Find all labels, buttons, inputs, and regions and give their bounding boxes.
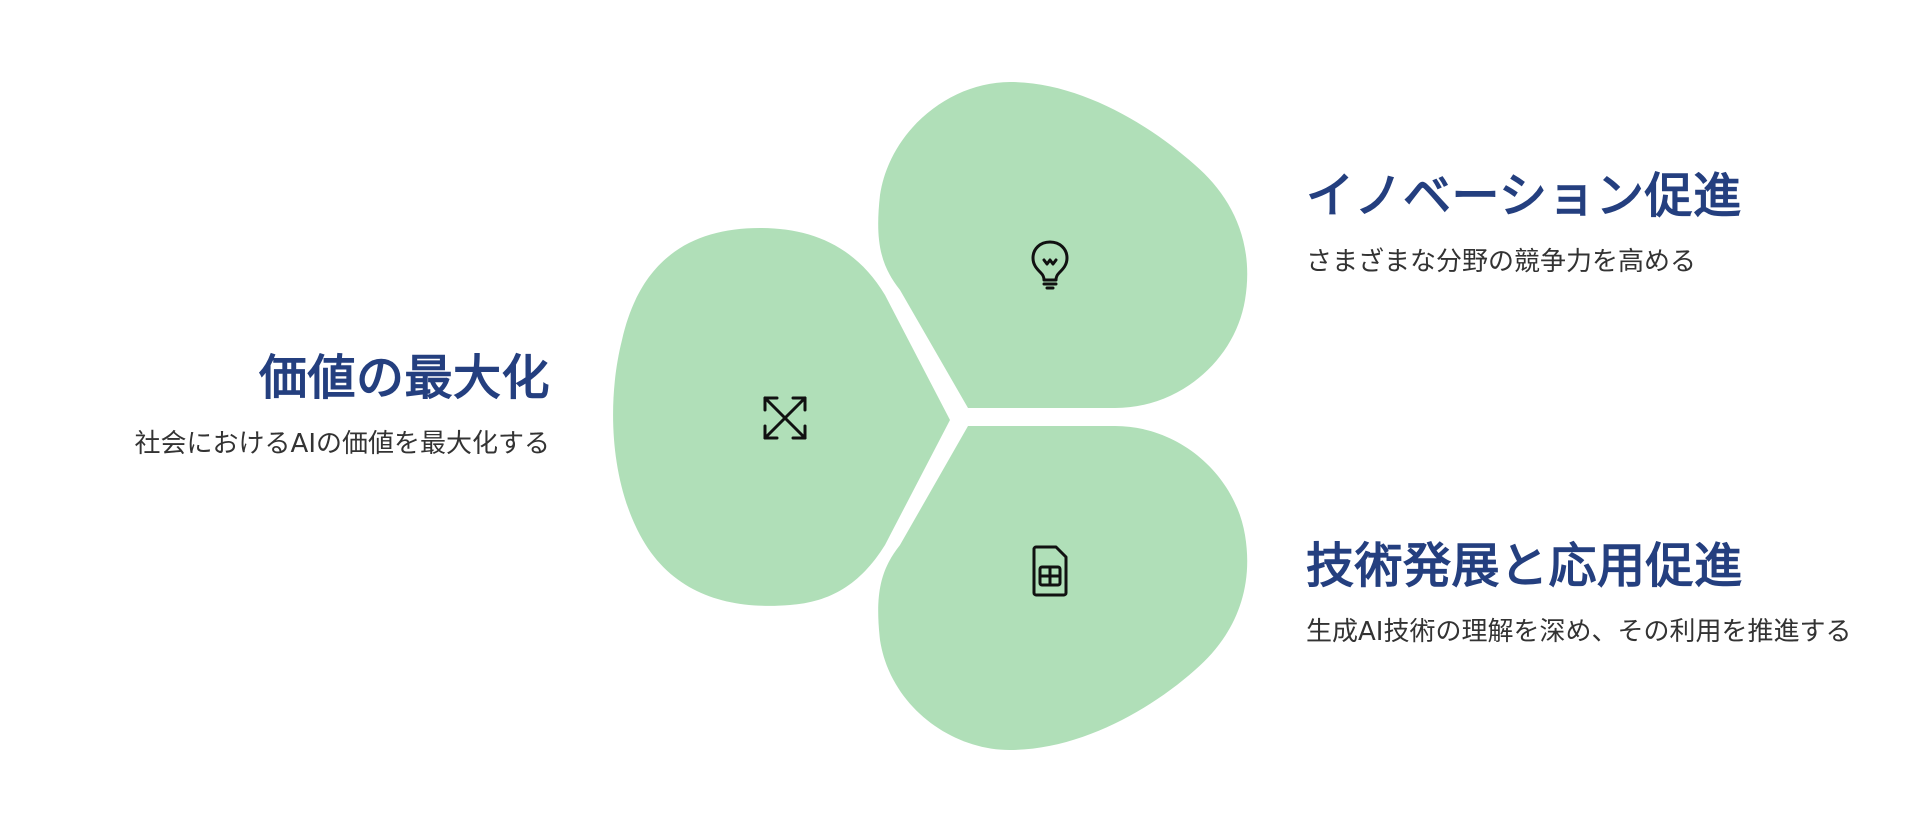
section-description-innovation: さまざまな分野の競争力を高める <box>1306 246 1697 277</box>
petal-top-right <box>878 82 1248 408</box>
section-title-innovation: イノベーション促進 <box>1306 168 1742 224</box>
section-title-value-maximization: 価値の最大化 <box>258 350 550 406</box>
sim-card-icon <box>1022 543 1078 599</box>
section-description-tech-development: 生成AI技術の理解を深め、その利用を推進する <box>1306 616 1852 647</box>
section-title-tech-development: 技術発展と応用促進 <box>1306 538 1743 594</box>
lightbulb-icon <box>1022 236 1078 292</box>
section-left: 価値の最大化 社会におけるAIの価値を最大化する <box>40 352 550 460</box>
section-description-value-maximization: 社会におけるAIの価値を最大化する <box>134 428 550 459</box>
petal-left <box>613 228 950 606</box>
section-bottom-right: 技術発展と応用促進 生成AI技術の理解を深め、その利用を推進する <box>1306 540 1906 648</box>
section-top-right: イノベーション促進 さまざまな分野の競争力を高める <box>1306 170 1886 278</box>
petal-bottom-right <box>878 426 1248 750</box>
expand-arrows-icon <box>757 390 813 446</box>
